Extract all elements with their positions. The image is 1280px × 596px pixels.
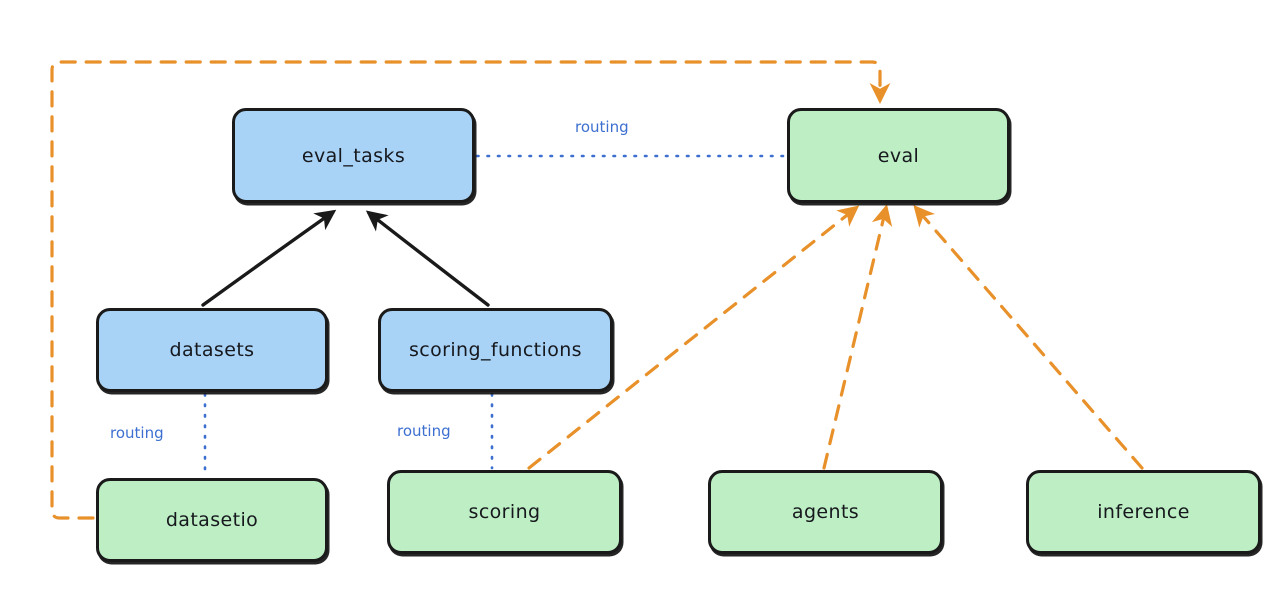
node-inference[interactable]: inference <box>1026 470 1261 554</box>
node-label-datasetio: datasetio <box>165 509 259 531</box>
edge-datasets-to-eval-tasks <box>201 209 337 307</box>
node-scoring[interactable]: scoring <box>387 470 622 554</box>
node-label-inference: inference <box>1097 501 1190 523</box>
node-datasetio[interactable]: datasetio <box>96 478 328 562</box>
node-label-eval-tasks: eval_tasks <box>301 144 406 167</box>
edge-label-routing-eval-tasks: routing <box>575 118 629 136</box>
node-label-scoring: scoring <box>468 501 541 523</box>
edge-label-routing-datasets: routing <box>110 424 164 442</box>
edge-agents-to-eval <box>822 204 893 470</box>
edge-inference-to-eval <box>913 204 1144 470</box>
node-agents[interactable]: agents <box>708 470 943 554</box>
node-eval[interactable]: eval <box>787 108 1010 203</box>
edge-label-routing-scoring-functions: routing <box>397 422 451 440</box>
edge-scoring-functions-to-eval-tasks <box>365 210 490 307</box>
node-label-agents: agents <box>791 501 860 523</box>
edge-datasetio-to-eval <box>50 60 891 520</box>
node-label-eval: eval <box>877 144 920 167</box>
node-scoring-functions[interactable]: scoring_functions <box>378 308 613 392</box>
node-eval-tasks[interactable]: eval_tasks <box>232 108 475 203</box>
node-label-scoring-functions: scoring_functions <box>409 339 582 361</box>
node-datasets[interactable]: datasets <box>96 308 328 392</box>
node-label-datasets: datasets <box>169 339 255 361</box>
edge-scoring-to-eval <box>527 205 860 470</box>
